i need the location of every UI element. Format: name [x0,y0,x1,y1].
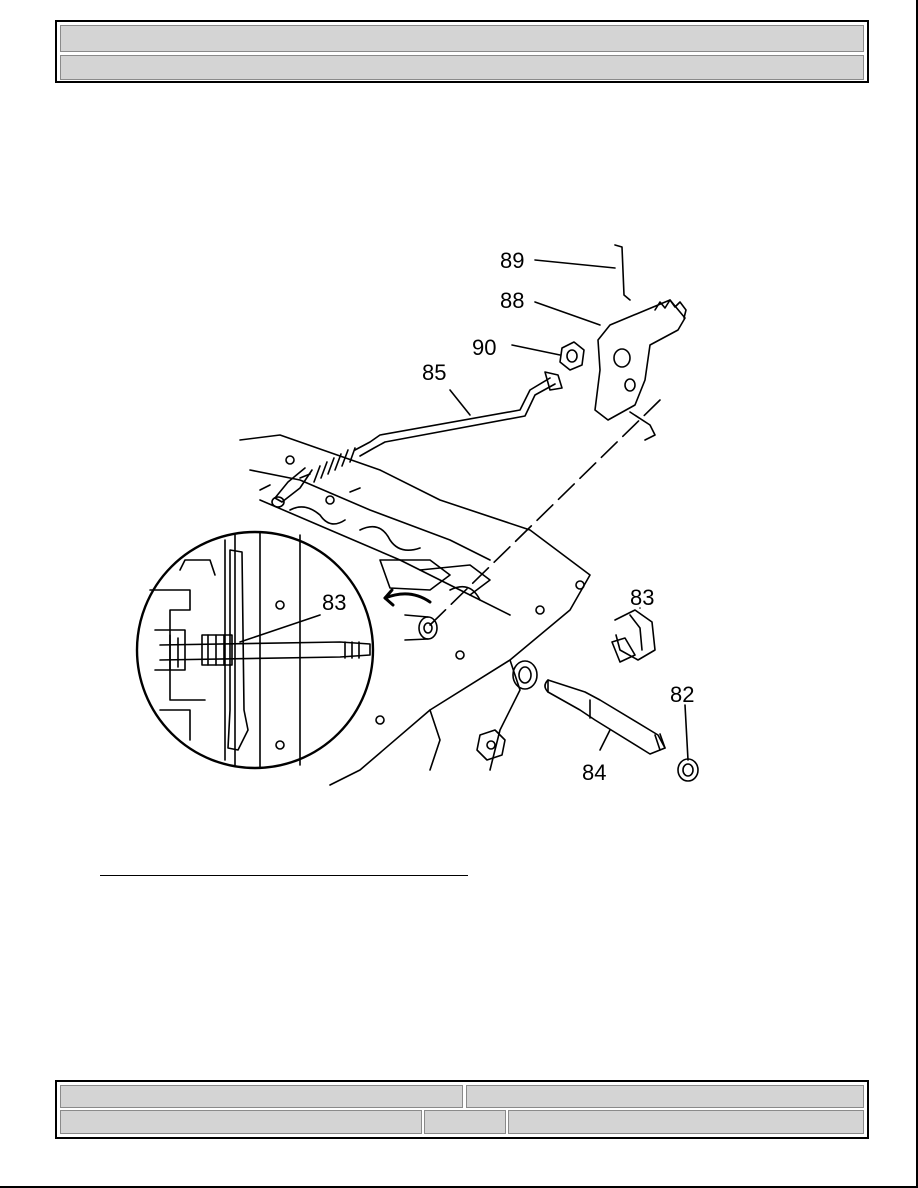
valve-body [239,434,591,786]
shaft-retainer [677,758,699,782]
callout-84: 84 [582,760,606,785]
callout-89: 89 [500,248,524,273]
manual-shaft [544,679,666,755]
callout-90: 90 [472,335,496,360]
callout-85: 85 [422,360,446,385]
section-divider [100,875,468,876]
leader-90 [511,344,561,356]
detent-spring [614,244,631,301]
callout-83: 83 [630,585,654,610]
alignment-line [429,399,661,626]
leader-88 [534,301,601,326]
leader-84 [599,729,611,751]
parking-lock-rod [271,371,563,508]
footer-cell-right-bottom [508,1110,864,1134]
detail-inset [135,530,375,770]
header-title-row [60,25,864,52]
leader-85 [449,389,471,416]
callout-83-inset: 83 [322,590,346,615]
case-shaft-stub [404,614,438,641]
footer-cell-middle-bottom [424,1110,506,1134]
leader-83-inset [239,614,321,643]
nut [559,341,585,371]
footer-cell-left-bottom [60,1110,422,1134]
insert-direction-arrow [383,592,432,604]
leader-82 [684,704,689,761]
callout-82: 82 [670,682,694,707]
page-header [55,20,869,83]
manual-shaft-linkage-diagram: 89 88 90 85 83 83 82 84 [135,244,699,786]
detent-lever [594,299,687,441]
footer-cell-right-top [466,1085,864,1108]
leader-89 [534,259,616,269]
callout-88: 88 [500,288,524,313]
shaft-seal [611,609,656,663]
footer-cell-left-top [60,1085,463,1108]
page-footer [55,1080,869,1139]
header-subtitle-row [60,55,864,80]
